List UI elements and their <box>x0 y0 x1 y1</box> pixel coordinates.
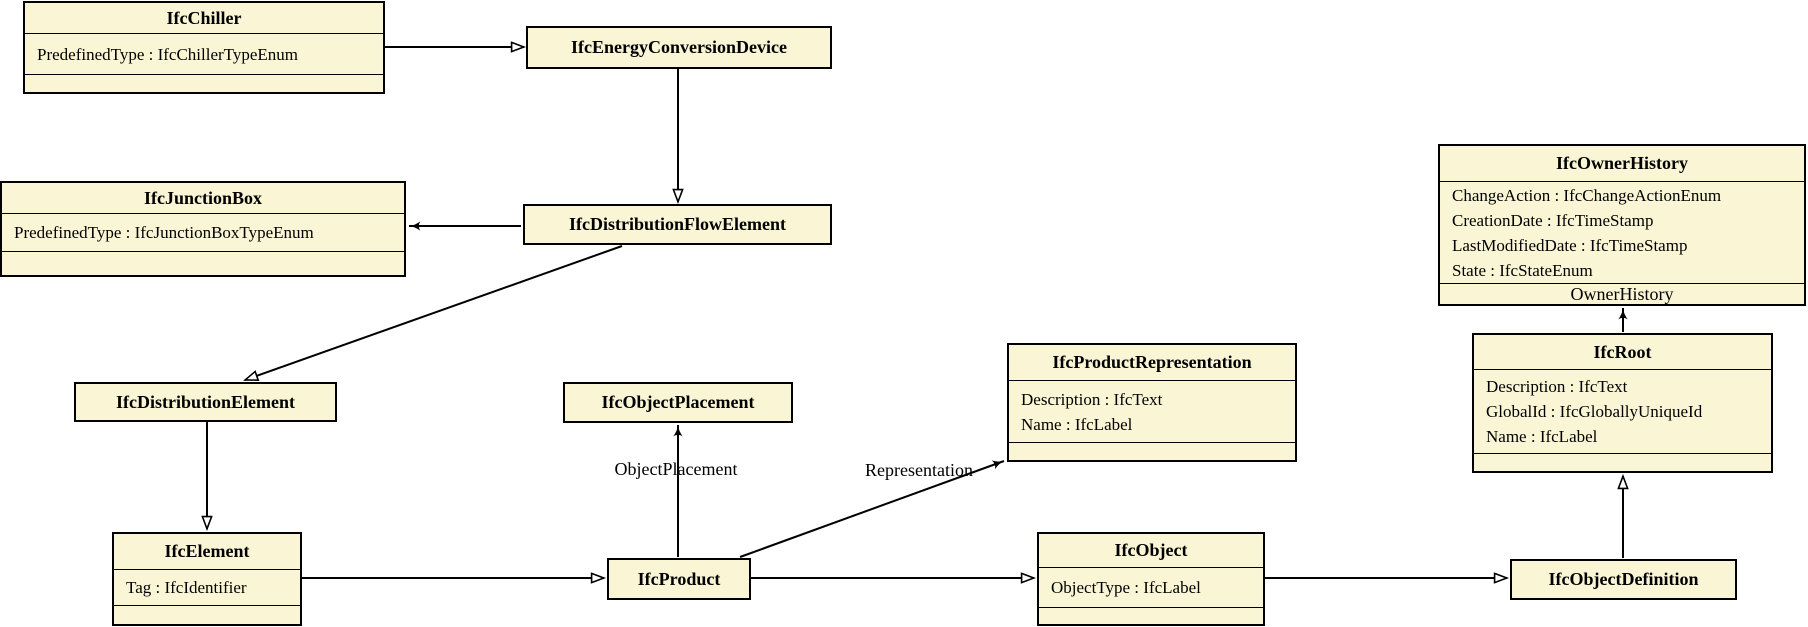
class-attributes: PredefinedType : IfcChillerTypeEnum <box>25 33 383 74</box>
class-box-ifcroot: IfcRoot Description : IfcText GlobalId :… <box>1472 333 1773 473</box>
class-title: IfcChiller <box>166 7 242 28</box>
attribute-line: LastModifiedDate : IfcTimeStamp <box>1452 235 1688 255</box>
class-title: IfcObject <box>1114 540 1188 560</box>
attribute-line: ChangeAction : IfcChangeActionEnum <box>1452 185 1722 205</box>
attribute-line: Name : IfcLabel <box>1486 427 1598 446</box>
class-attributes: ChangeAction : IfcChangeActionEnum Creat… <box>1440 181 1804 283</box>
class-attributes: Description : IfcText GlobalId : IfcGlob… <box>1474 369 1771 453</box>
class-empty-compartment <box>2 251 404 275</box>
class-title: IfcDistributionElement <box>116 391 295 412</box>
class-box-ifcelement: IfcElement Tag : IfcIdentifier <box>112 532 302 626</box>
class-box-ifcobject: IfcObject ObjectType : IfcLabel <box>1037 532 1265 626</box>
edge-label-ownerhistory: OwnerHistory <box>1570 284 1674 304</box>
attribute-line: PredefinedType : IfcChillerTypeEnum <box>37 44 299 64</box>
class-empty-compartment <box>1039 607 1263 624</box>
attribute-line: CreationDate : IfcTimeStamp <box>1452 210 1654 230</box>
class-title: IfcOwnerHistory <box>1556 153 1688 173</box>
class-title: IfcRoot <box>1593 341 1652 362</box>
class-box-ifcobjectplacement: IfcObjectPlacement <box>563 382 793 423</box>
class-empty-compartment <box>114 605 300 624</box>
attribute-line: Name : IfcLabel <box>1021 414 1133 434</box>
class-box-ifcjunctionbox: IfcJunctionBox PredefinedType : IfcJunct… <box>0 181 406 277</box>
attribute-line: GlobalId : IfcGloballyUniqueId <box>1486 402 1703 421</box>
class-title: IfcProductRepresentation <box>1052 352 1252 372</box>
class-title: IfcEnergyConversionDevice <box>571 37 787 57</box>
attribute-line: Tag : IfcIdentifier <box>126 578 247 597</box>
class-empty-compartment <box>1009 442 1295 460</box>
attribute-line: Description : IfcText <box>1021 389 1163 409</box>
class-box-ifcobjectdefinition: IfcObjectDefinition <box>1510 559 1737 600</box>
class-box-ifcownerhistory: IfcOwnerHistory ChangeAction : IfcChange… <box>1438 144 1806 306</box>
class-empty-compartment <box>1440 283 1804 304</box>
class-title: IfcObjectDefinition <box>1548 569 1699 589</box>
class-attributes: ObjectType : IfcLabel <box>1039 567 1263 607</box>
class-empty-compartment <box>1474 453 1771 471</box>
class-attributes: Description : IfcText Name : IfcLabel <box>1009 380 1295 442</box>
edge-label-representation: Representation <box>865 460 973 480</box>
class-title: IfcDistributionFlowElement <box>569 214 786 234</box>
class-box-ifcenergyconversiondevice: IfcEnergyConversionDevice <box>526 26 832 69</box>
class-box-ifcdistributionflowelement: IfcDistributionFlowElement <box>523 204 832 245</box>
class-attributes: PredefinedType : IfcJunctionBoxTypeEnum <box>2 213 404 251</box>
class-box-ifcdistributionelement: IfcDistributionElement <box>74 382 337 422</box>
attribute-line: Description : IfcText <box>1486 377 1628 396</box>
class-empty-compartment <box>25 74 383 92</box>
class-title: IfcObjectPlacement <box>601 392 755 412</box>
class-attributes: Tag : IfcIdentifier <box>114 569 300 605</box>
class-box-ifcproductrepresentation: IfcProductRepresentation Description : I… <box>1007 343 1297 462</box>
edge-label-objectplacement: ObjectPlacement <box>614 459 738 479</box>
class-title: IfcJunctionBox <box>143 187 262 208</box>
class-box-ifcproduct: IfcProduct <box>607 558 751 600</box>
class-title: IfcElement <box>164 541 250 561</box>
attribute-line: State : IfcStateEnum <box>1452 260 1593 280</box>
attribute-line: PredefinedType : IfcJunctionBoxTypeEnum <box>14 223 314 242</box>
class-box-ifcchiller: IfcChiller PredefinedType : IfcChillerTy… <box>23 1 385 94</box>
class-title: IfcProduct <box>637 568 721 589</box>
attribute-line: ObjectType : IfcLabel <box>1051 578 1201 597</box>
